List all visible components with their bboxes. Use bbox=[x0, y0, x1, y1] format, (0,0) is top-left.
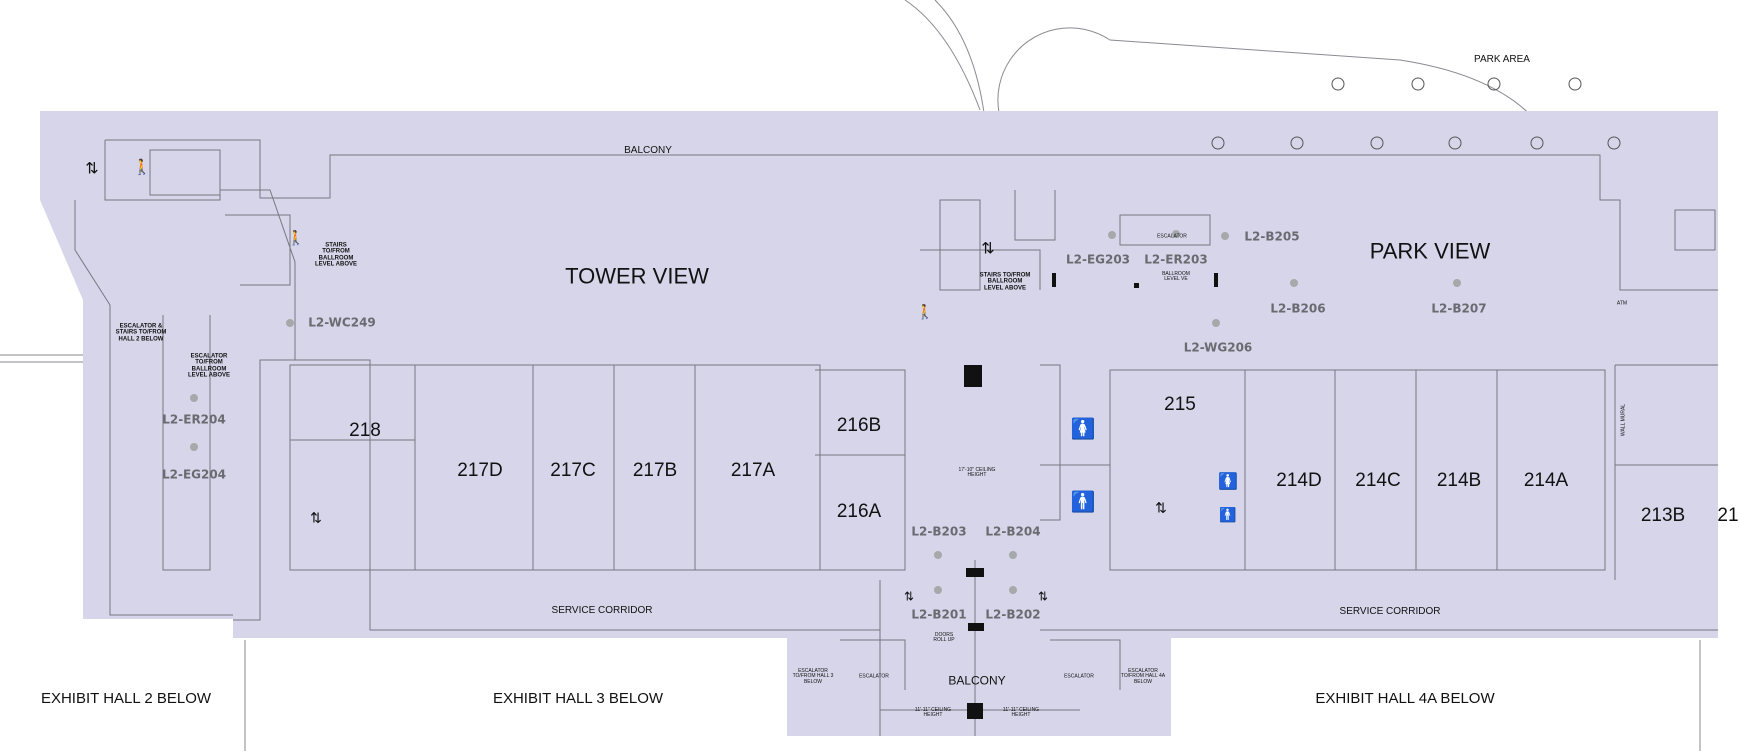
marker-l2-er203: L2-ER203 bbox=[1144, 252, 1208, 267]
marker-l2-wg206: L2-WG206 bbox=[1183, 340, 1253, 355]
room-217c[interactable]: 217C bbox=[550, 460, 596, 482]
zone-balcony-top: BALCONY bbox=[624, 144, 672, 156]
room-217d[interactable]: 217D bbox=[457, 460, 503, 482]
service-corridor-west: SERVICE CORRIDOR bbox=[551, 604, 653, 616]
note-ceiling-center: 17'-10" CEILING HEIGHT bbox=[958, 466, 996, 478]
marker-l2-b203: L2-B203 bbox=[911, 524, 967, 539]
note-wall-mural: WALL MURAL bbox=[1620, 403, 1627, 437]
restroom-women-icon: 🚺 bbox=[1070, 418, 1096, 441]
marker-l2-b202: L2-B202 bbox=[985, 607, 1041, 622]
room-218[interactable]: 218 bbox=[349, 420, 381, 442]
floor-area bbox=[40, 111, 1718, 736]
note-ceiling-left: 11'-11" CEILING HEIGHT bbox=[914, 706, 952, 718]
icons bbox=[964, 273, 1218, 719]
exhibit-hall-4a-below: EXHIBIT HALL 4A BELOW bbox=[1315, 690, 1495, 708]
note-esc-stairs-hall2: ESCALATOR & STAIRS TO/FROM HALL 2 BELOW bbox=[115, 323, 167, 343]
note-stairs-ballroom-left: STAIRS TO/FROM BALLROOM LEVEL ABOVE bbox=[314, 242, 357, 268]
room-216b[interactable]: 216B bbox=[836, 415, 882, 437]
stairs-person-icon: 🚶 bbox=[287, 229, 305, 246]
elevator-icon: ⇅ bbox=[1037, 589, 1049, 604]
stairs-person-icon: 🚶 bbox=[916, 303, 934, 320]
note-esc-ballroom-left: ESCALATOR TO/FROM BALLROOM LEVEL ABOVE bbox=[187, 353, 230, 379]
room-217a[interactable]: 217A bbox=[730, 460, 776, 482]
elevator-icon: ⇅ bbox=[85, 160, 99, 178]
marker-l2-b205: L2-B205 bbox=[1244, 229, 1300, 244]
room-213b[interactable]: 213B bbox=[1640, 505, 1686, 527]
note-stairs-ballroom-center: STAIRS TO/FROM BALLROOM LEVEL ABOVE bbox=[979, 272, 1031, 292]
marker-l2-wc249: L2-WC249 bbox=[308, 315, 376, 330]
stairs-person-icon: 🚶 bbox=[132, 159, 152, 177]
note-escalator-top: ESCALATOR bbox=[1157, 233, 1187, 240]
marker-l2-eg203: L2-EG203 bbox=[1065, 252, 1131, 267]
note-escalator-right: ESCALATOR bbox=[1064, 673, 1094, 680]
marker-l2-b207: L2-B207 bbox=[1431, 301, 1487, 316]
room-217b[interactable]: 217B bbox=[632, 460, 678, 482]
note-ceiling-right: 11'-11" CEILING HEIGHT bbox=[1002, 706, 1040, 718]
room-214a[interactable]: 214A bbox=[1523, 470, 1569, 492]
marker-l2-er204: L2-ER204 bbox=[162, 412, 226, 427]
zone-park-view: PARK VIEW bbox=[1369, 238, 1491, 264]
room-216a[interactable]: 216A bbox=[836, 501, 882, 523]
elevator-icon: ⇅ bbox=[310, 509, 322, 526]
restroom-men-icon: 🚹 bbox=[1070, 491, 1096, 514]
note-atm: ATM bbox=[1616, 300, 1628, 307]
note-esc-hall3: ESCALATOR TO/FROM HALL 3 BELOW bbox=[792, 668, 834, 685]
zone-tower-view: TOWER VIEW bbox=[565, 263, 709, 289]
service-corridor-east: SERVICE CORRIDOR bbox=[1339, 605, 1441, 617]
elevator-icon: ⇅ bbox=[1155, 499, 1167, 516]
restroom-men-icon: 🚹 bbox=[1219, 506, 1237, 523]
marker-l2-b204: L2-B204 bbox=[985, 524, 1041, 539]
roll-door-block bbox=[966, 568, 984, 577]
elevator-icon: ⇅ bbox=[981, 240, 995, 258]
column-block bbox=[964, 365, 982, 387]
room-214c[interactable]: 214C bbox=[1355, 470, 1401, 492]
zone-park-area: PARK AREA bbox=[1474, 53, 1530, 65]
room-21-partial[interactable]: 21 bbox=[1717, 505, 1739, 527]
roll-door-block bbox=[968, 623, 984, 631]
marker-l2-b201: L2-B201 bbox=[911, 607, 967, 622]
restroom-women-icon: 🚺 bbox=[1218, 473, 1238, 491]
note-escalator-left: ESCALATOR bbox=[859, 673, 889, 680]
exhibit-hall-2-below: EXHIBIT HALL 2 BELOW bbox=[40, 690, 212, 708]
room-215[interactable]: 215 bbox=[1164, 394, 1196, 416]
room-214d[interactable]: 214D bbox=[1276, 470, 1322, 492]
zone-balcony-bottom: BALCONY bbox=[948, 673, 1006, 688]
note-doors-roll-up: DOORS ROLL UP bbox=[933, 631, 955, 643]
column-block bbox=[967, 703, 983, 719]
location-markers bbox=[190, 230, 1461, 594]
marker-l2-eg204: L2-EG204 bbox=[161, 467, 227, 482]
elevator-icon: ⇅ bbox=[903, 589, 915, 604]
note-esc-hall4a: ESCALATOR TO/FROM HALL 4A BELOW bbox=[1120, 668, 1166, 685]
exhibit-hall-3-below: EXHIBIT HALL 3 BELOW bbox=[492, 690, 664, 708]
room-214b[interactable]: 214B bbox=[1436, 470, 1482, 492]
marker-l2-b206: L2-B206 bbox=[1270, 301, 1326, 316]
note-ballroom-level: BALLROOM LEVEL VE bbox=[1162, 270, 1190, 282]
tree-icons bbox=[1211, 77, 1621, 150]
